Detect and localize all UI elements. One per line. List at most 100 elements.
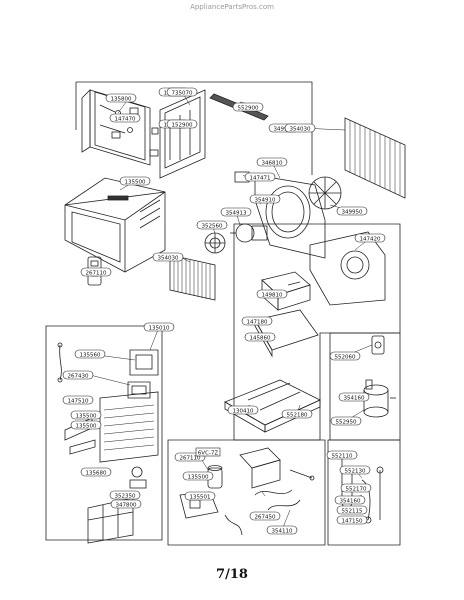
- part-number-text: 552170: [346, 486, 367, 492]
- part-number-text: 135500: [125, 179, 146, 185]
- part-label-p45: 552170: [340, 483, 372, 492]
- part-number-text: 267110: [86, 270, 107, 276]
- part-number-text: 552130: [345, 468, 366, 474]
- part-number-text: 135500: [76, 423, 97, 429]
- region-box-refrigerant: [327, 439, 401, 546]
- part-number-text: 552115: [342, 508, 363, 514]
- part-label-p21: 267430: [62, 370, 94, 379]
- part-number-text: 147420: [360, 236, 381, 242]
- part-label-p41: 135501: [184, 491, 216, 500]
- part-number-text: 354030: [290, 126, 311, 132]
- part-label-p17: 152900: [166, 119, 198, 128]
- thermistor: [289, 469, 315, 481]
- part-label-p44: 552110: [326, 450, 358, 459]
- part-label-p36: 552130: [339, 465, 371, 474]
- part-number-text: 267430: [68, 373, 89, 379]
- part-label-p11: 354913: [220, 207, 252, 216]
- control-box-cover: [239, 447, 281, 489]
- region-box-control: [45, 325, 163, 541]
- part-label-p22: 149810: [256, 289, 288, 298]
- part-label-p2: 147470: [109, 113, 141, 122]
- part-number-text: 352350: [115, 493, 136, 499]
- part-label-p31: 552950: [330, 416, 362, 425]
- leader-lines: [89, 91, 373, 531]
- part-label-p29: 135680: [80, 467, 112, 476]
- part-label-p19: 135010: [143, 322, 175, 331]
- condenser-fan: [308, 176, 342, 210]
- part-label-p35: 552180: [281, 409, 313, 418]
- part-number-text: 354030: [158, 255, 179, 261]
- watermark: AppliancePartsPros.com: [190, 3, 274, 11]
- part-number-text: 267110: [180, 455, 201, 461]
- part-label-p32: 354160: [338, 392, 370, 401]
- part-number-text: 147471: [250, 175, 271, 181]
- part-number-text: 347800: [116, 502, 137, 508]
- part-number-text: 145860: [250, 335, 271, 341]
- part-label-p24: 145860: [244, 332, 276, 341]
- part-number-text: 346810: [262, 160, 283, 166]
- fan-motor: [230, 223, 268, 243]
- side-panel-right: [149, 89, 206, 179]
- part-label-p13: 349950: [336, 206, 368, 215]
- part-label-p43: 354110: [266, 525, 298, 534]
- part-number-text: 135500: [76, 413, 97, 419]
- part-number-text: 147470: [115, 116, 136, 122]
- part-label-p27: 135500: [70, 410, 102, 419]
- part-number-text: 135800: [111, 96, 132, 102]
- part-label-p23: 147180: [241, 316, 273, 325]
- evaporator-coil: [169, 254, 216, 301]
- part-number-text: 149810: [262, 292, 283, 298]
- part-label-p42: 267450: [249, 511, 281, 520]
- condenser-coil: [344, 117, 406, 199]
- part-number-text: 552900: [238, 105, 259, 111]
- wire-harness: [57, 342, 63, 383]
- part-number-text: 6VC-7Z: [198, 450, 219, 456]
- part-label-p38: 147150: [336, 515, 368, 524]
- page-number: 7/18: [216, 567, 248, 582]
- part-number-text: 135500: [188, 474, 209, 480]
- part-label-p28: 135500: [70, 420, 102, 429]
- part-label-p20: 135560: [74, 349, 106, 358]
- compressor: [363, 379, 396, 418]
- part-number-text: 354160: [344, 395, 365, 401]
- part-number-text: 552950: [336, 419, 357, 425]
- part-number-text: 352560: [202, 223, 223, 229]
- part-label-p9: 147471: [244, 172, 276, 181]
- part-number-text: 735070: [172, 90, 193, 96]
- part-number-text: 147510: [68, 398, 89, 404]
- part-label-p6: 552900: [232, 102, 264, 111]
- base-plate: [224, 379, 321, 433]
- part-label-p18: 354030: [152, 252, 184, 261]
- part-labels: 1358001474701474711358007350705529003499…: [62, 87, 386, 534]
- display-panel: [127, 381, 151, 399]
- part-number-text: 135501: [190, 494, 211, 500]
- part-label-p12: 352560: [196, 220, 228, 229]
- part-label-p16: 354030: [284, 123, 316, 132]
- part-label-p26: 147510: [62, 395, 94, 404]
- part-number-text: 552180: [287, 412, 308, 418]
- cabinet: [64, 177, 166, 273]
- part-number-text: 354110: [272, 528, 293, 534]
- part-number-text: 349950: [342, 209, 363, 215]
- part-label-p33: 352350: [109, 490, 141, 499]
- part-label-p30: 552060: [329, 351, 361, 360]
- part-label-p37: 354160: [334, 495, 366, 504]
- part-label-p40: 135500: [182, 471, 214, 480]
- part-label-s1: 6VC-7Z: [195, 447, 221, 456]
- part-number-text: 147180: [247, 319, 268, 325]
- part-label-p25: 147420: [354, 233, 386, 242]
- base-scroll-housing: [309, 231, 386, 306]
- part-label-p15: 135500: [119, 176, 151, 185]
- part-label-p46: 552115: [336, 505, 368, 514]
- overload-protector: [371, 335, 385, 355]
- control-knob-set: [129, 466, 147, 489]
- part-number-text: 135680: [86, 470, 107, 476]
- part-label-p34: 130410: [227, 405, 259, 414]
- front-grille: [99, 391, 159, 463]
- part-number-text: 354910: [255, 197, 276, 203]
- control-pcb: [129, 349, 159, 376]
- part-number-text: 354913: [226, 210, 247, 216]
- part-label-p10: 354910: [249, 194, 281, 203]
- part-number-text: 354160: [340, 498, 361, 504]
